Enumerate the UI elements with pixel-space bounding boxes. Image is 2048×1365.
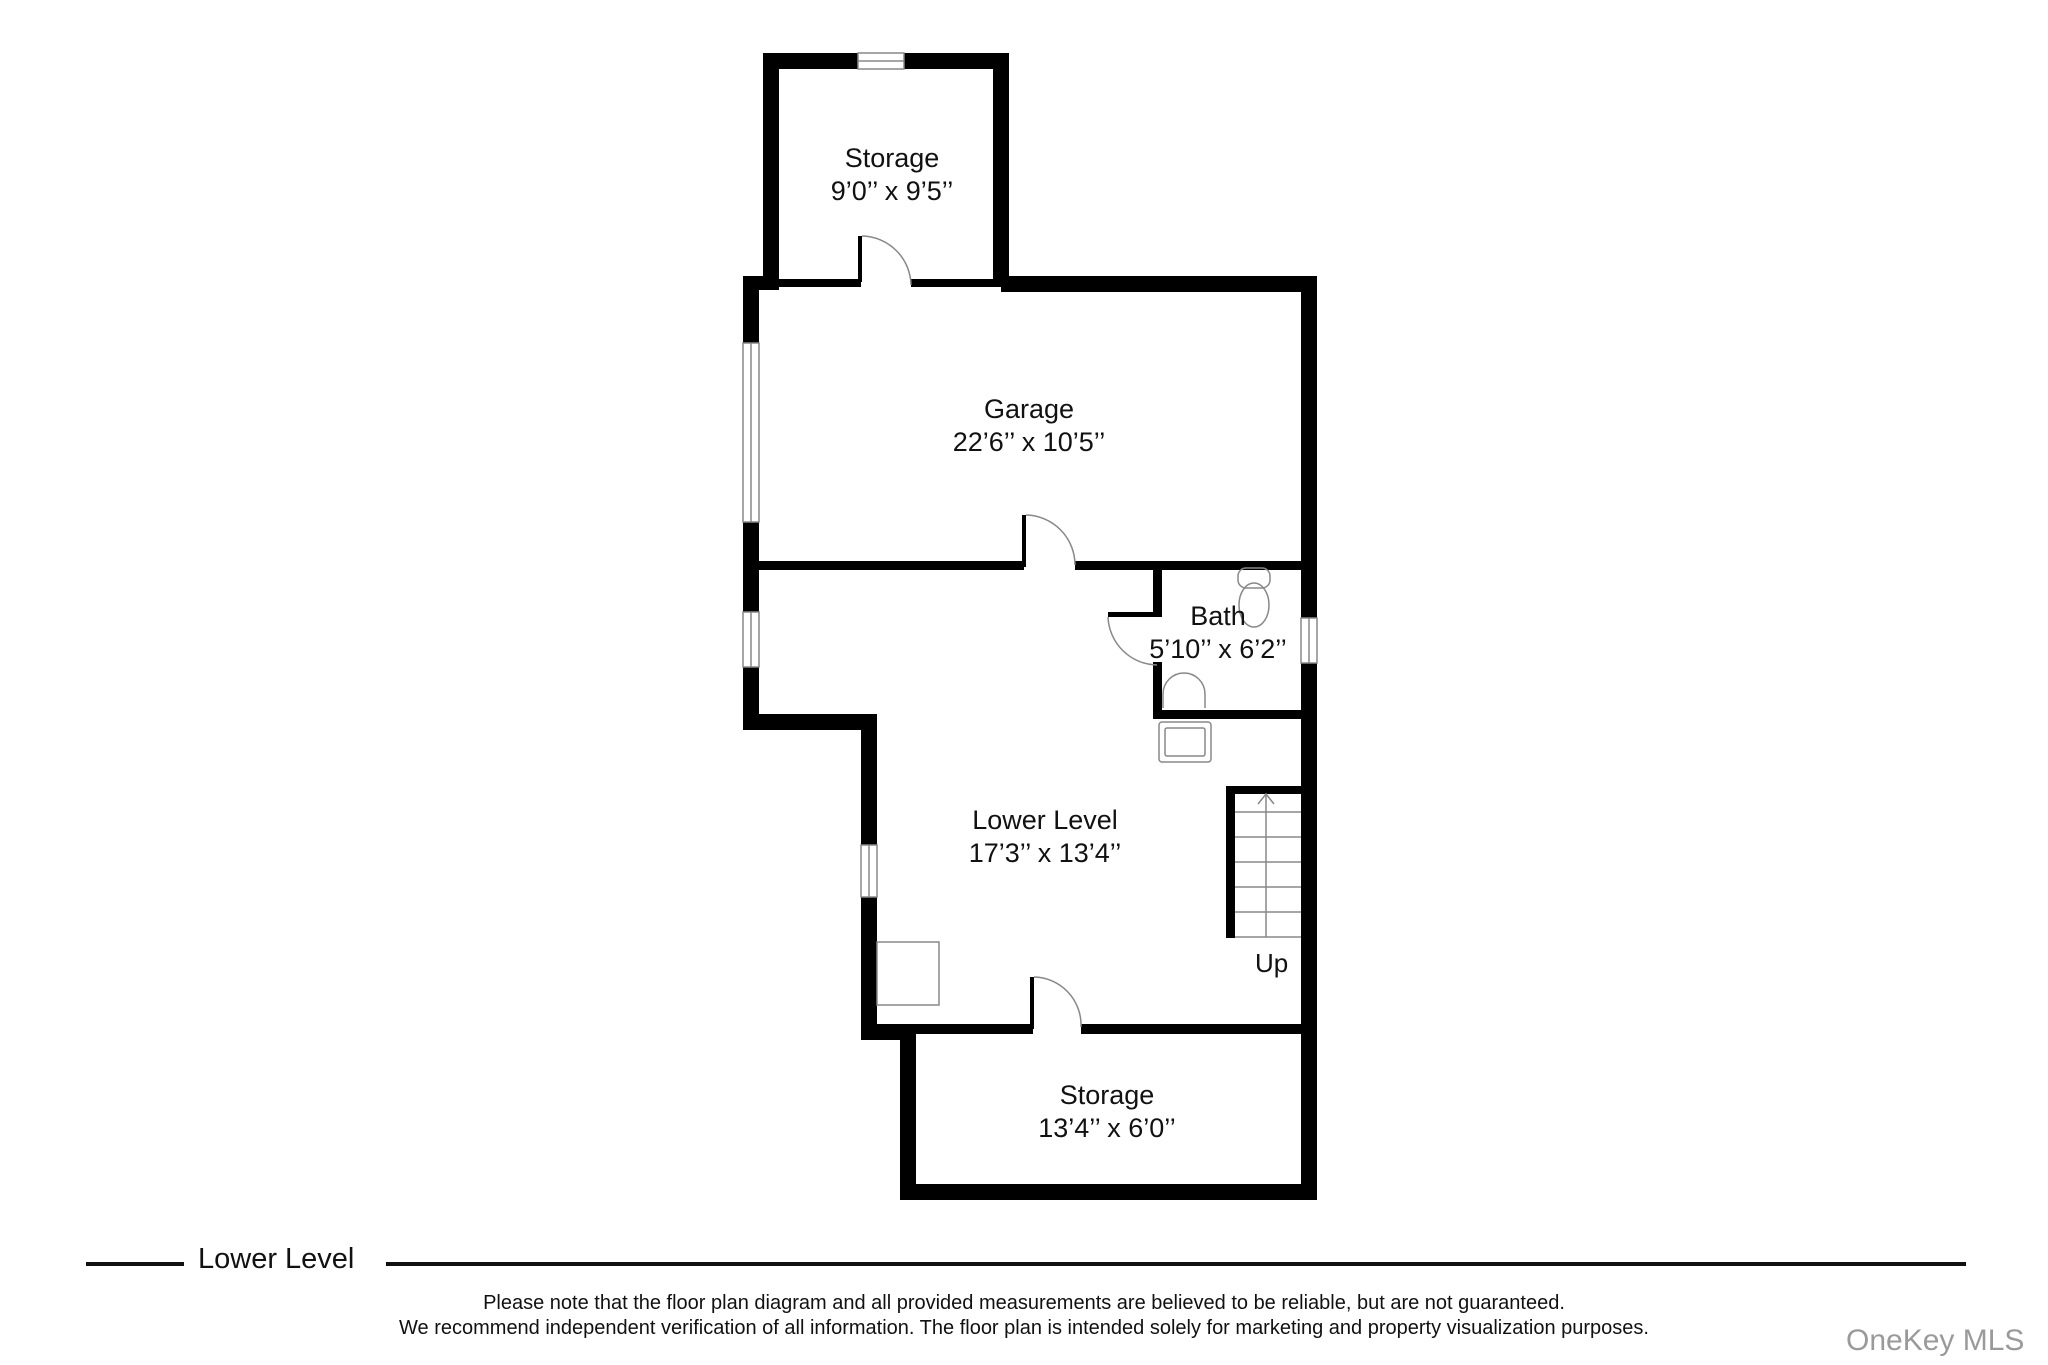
room-dimensions: 13’4’’ x 6’0’’ <box>1038 1113 1176 1143</box>
room-dimensions: 22’6’’ x 10’5’’ <box>952 427 1106 457</box>
room-storage-top: Storage 9’0’’ x 9’5’’ <box>831 142 954 208</box>
utility-sink-icon <box>1158 721 1212 763</box>
level-rule-right <box>386 1262 1966 1266</box>
disclaimer-line-2: We recommend independent verification of… <box>399 1317 1649 1339</box>
toilet-tank-icon <box>1237 567 1271 589</box>
room-lower-level: Lower Level 17’3’’ x 13’4’’ <box>969 804 1122 870</box>
door-bath <box>1107 616 1158 666</box>
fixtures <box>876 567 1301 1006</box>
bath-sink-icon <box>1162 672 1206 708</box>
door-garage <box>1025 514 1076 566</box>
toilet-bowl-icon <box>1238 582 1270 628</box>
room-storage-bottom: Storage 13’4’’ x 6’0’’ <box>1038 1079 1176 1145</box>
door-swings <box>861 235 1158 1028</box>
level-title: Lower Level <box>198 1243 355 1275</box>
room-name: Lower Level <box>972 805 1118 835</box>
door-storage-top <box>861 235 912 286</box>
room-dimensions: 5’10’’ x 6’2’’ <box>1149 634 1287 664</box>
room-dimensions: 9’0’’ x 9’5’’ <box>830 176 954 206</box>
room-bath: Bath 5’10’’ x 6’2’’ <box>1149 600 1287 666</box>
room-name: Bath <box>1190 601 1246 631</box>
room-name: Storage <box>844 143 940 173</box>
disclaimer-line-1: Please note that the floor plan diagram … <box>483 1292 1565 1314</box>
appliance-box <box>876 941 940 1006</box>
windows <box>742 52 1318 898</box>
room-name: Garage <box>983 394 1075 424</box>
stairs-up-label: Up <box>1255 948 1289 978</box>
walls <box>743 53 1317 1200</box>
stairs-icon <box>1235 792 1301 938</box>
room-garage: Garage 22’6’’ x 10’5’’ <box>953 393 1106 459</box>
onekey-mls-watermark: OneKey MLS <box>1846 1324 2025 1357</box>
level-rule-left <box>86 1262 184 1266</box>
room-name: Storage <box>1059 1080 1155 1110</box>
door-storage-bottom <box>1033 976 1082 1028</box>
room-dimensions: 17’3’’ x 13’4’’ <box>968 838 1122 868</box>
